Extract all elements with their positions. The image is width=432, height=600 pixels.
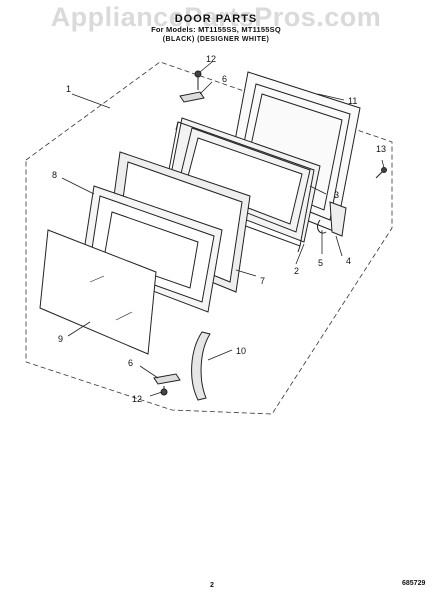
callout-12-bottom: 12 [132, 394, 142, 404]
callout-3: 3 [334, 190, 339, 200]
model-numbers: For Models: MT1155SS, MT1155SQ [151, 25, 281, 34]
leader-lines [61, 61, 385, 397]
callout-6-top: 6 [222, 74, 227, 84]
callout-5: 5 [318, 258, 323, 268]
part-hinge-bottom [153, 373, 181, 396]
callout-13: 13 [376, 144, 386, 154]
callout-2: 2 [294, 266, 299, 276]
part-handle [191, 331, 211, 401]
part-inner-frame [167, 117, 321, 243]
assembly-boundary [25, 61, 393, 415]
reference-number: 685729 [402, 580, 426, 587]
part-door-panel [81, 185, 223, 313]
callout-1: 1 [66, 84, 71, 94]
page-title: DOOR PARTS [174, 13, 258, 25]
callout-9: 9 [58, 334, 63, 344]
callout-10: 10 [236, 346, 246, 356]
color-variants: (BLACK) (DESIGNER WHITE) [162, 36, 270, 43]
part-screw-side [375, 167, 387, 179]
watermark: AppliancePartsPros.com [50, 2, 382, 32]
callout-8: 8 [52, 170, 57, 180]
callout-11: 11 [348, 96, 357, 106]
callout-6-bottom: 6 [128, 358, 133, 368]
part-glass [39, 229, 157, 355]
callout-7: 7 [260, 276, 265, 286]
page-number: 2 [210, 582, 214, 589]
part-latch [317, 201, 347, 237]
part-hinge-top [179, 70, 205, 103]
callout-4: 4 [346, 256, 351, 266]
callout-12-top: 12 [206, 54, 216, 64]
